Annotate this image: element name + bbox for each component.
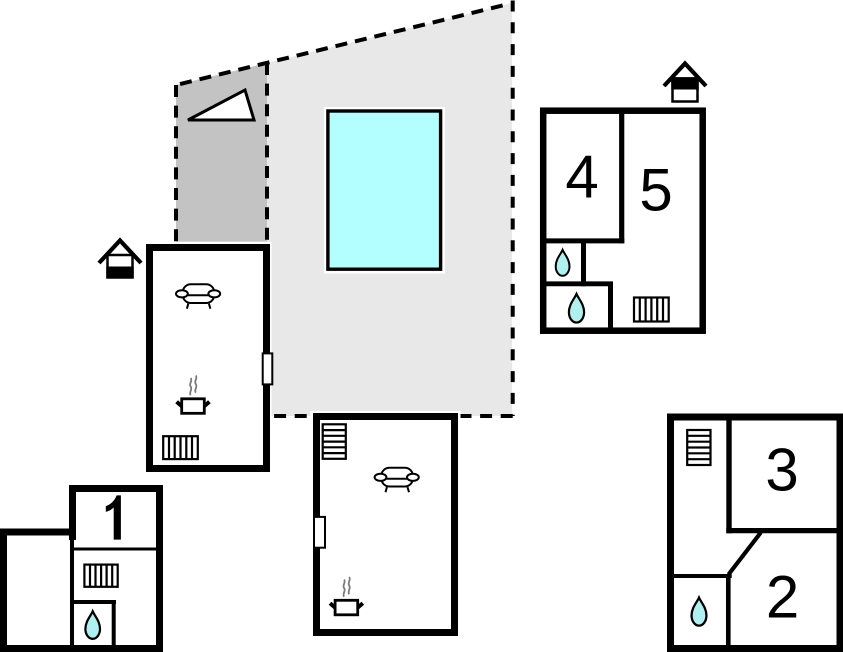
svg-text:3: 3 bbox=[765, 437, 798, 504]
svg-text:4: 4 bbox=[565, 144, 598, 211]
svg-text:2: 2 bbox=[766, 564, 799, 631]
svg-text:5: 5 bbox=[639, 157, 672, 224]
